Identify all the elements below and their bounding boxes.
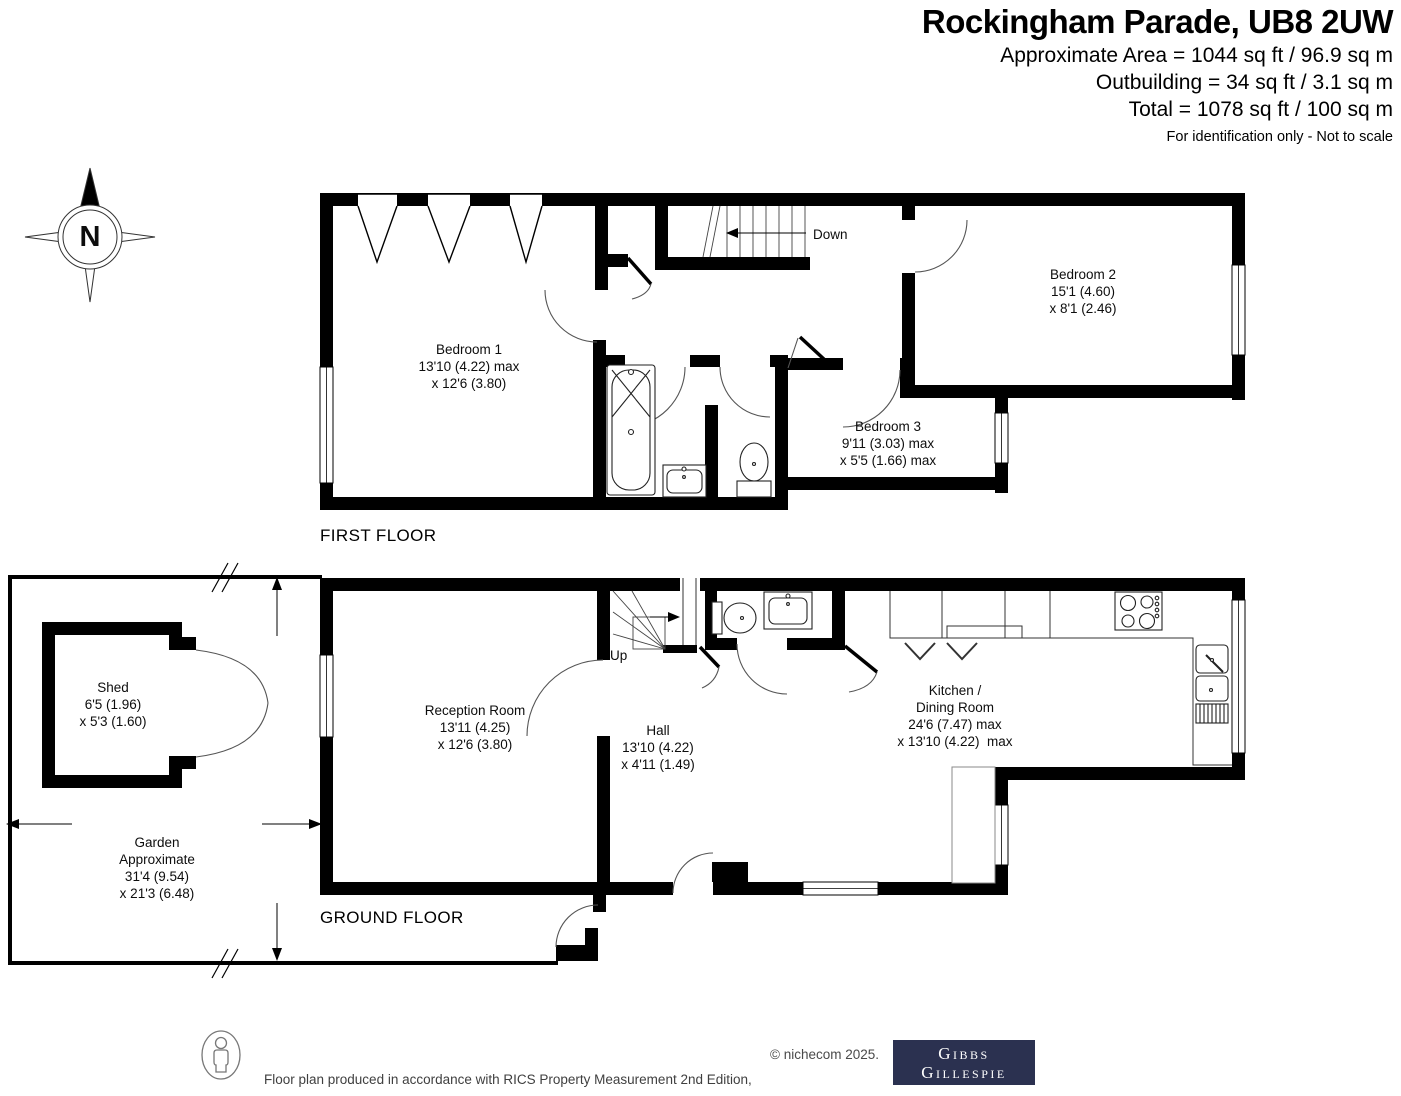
identification-note: For identification only - Not to scale: [1166, 129, 1393, 145]
stairs-down-label: Down: [813, 227, 848, 242]
shed-double-doors: [195, 649, 269, 758]
person-icon: [201, 1030, 241, 1080]
room-label-hall: Hall 13'10 (4.22) x 4'11 (1.49): [621, 723, 695, 772]
room-label-reception: Reception Room 13'11 (4.25) x 12'6 (3.80…: [424, 703, 526, 752]
ground-floor-doors: [526, 643, 879, 948]
compass-rose: [24, 167, 156, 303]
ground-floor-windows: [319, 599, 1246, 896]
room-label-bedroom1: Bedroom 1 13'10 (4.22) max x 12'6 (3.80): [418, 342, 520, 391]
ground-floor-plan: [6, 562, 1246, 979]
stairs-up: [612, 590, 680, 650]
kitchen-sink: [1195, 644, 1229, 724]
ground-floor-label: GROUND FLOOR: [320, 908, 464, 927]
gibbs-gillespie-logo: Gibbs Gillespie: [893, 1040, 1035, 1085]
garden-measure-arrows: [6, 577, 322, 961]
stairs-up-label: Up: [610, 648, 628, 663]
garden-boundary: [8, 575, 558, 965]
shed-structure: [42, 622, 269, 788]
wc-toilet: [736, 442, 772, 498]
cloakroom-toilet: [711, 601, 757, 635]
bathroom-basin: [662, 464, 707, 498]
kitchen-hob: [1114, 591, 1163, 631]
front-door: [682, 578, 721, 689]
first-floor-windows: [319, 264, 1246, 484]
room-label-shed: Shed 6'5 (1.96) x 5'3 (1.60): [79, 680, 147, 729]
first-floor-plan: [319, 193, 1246, 510]
room-label-garden: Garden Approximate 31'4 (9.54) x 21'3 (6…: [119, 835, 195, 901]
stairs-down: [702, 205, 806, 258]
approximate-area: Approximate Area = 1044 sq ft / 96.9 sq …: [1000, 44, 1393, 67]
outbuilding-area: Outbuilding = 34 sq ft / 3.1 sq m: [1095, 71, 1393, 94]
room-label-kitchen-dining: Kitchen / Dining Room 24'6 (7.47) max x …: [897, 683, 1013, 749]
bath: [606, 364, 656, 496]
kitchen-counter: [889, 591, 1232, 766]
property-title: Rockingham Parade, UB8 2UW: [921, 3, 1394, 40]
compass-north-label: N: [79, 221, 101, 253]
total-area: Total = 1078 sq ft / 100 sq m: [1128, 98, 1393, 121]
room-label-bedroom3: Bedroom 3 9'11 (3.03) max x 5'5 (1.66) m…: [839, 419, 937, 468]
cloakroom-basin: [763, 591, 813, 630]
copyright-notice: © nichecom 2025.: [770, 1047, 880, 1062]
footer-disclaimer: Floor plan produced in accordance with R…: [264, 1072, 752, 1087]
first-floor-walls: [320, 193, 1245, 510]
garden-break-marks: [211, 562, 239, 979]
ground-floor-walls: [320, 578, 1245, 961]
header: Rockingham Parade, UB8 2UW Approximate A…: [921, 2, 1394, 145]
room-label-bedroom2: Bedroom 2 15'1 (4.60) x 8'1 (2.46): [1049, 267, 1117, 316]
dining-recess: [951, 766, 996, 884]
bedroom1-wardrobe-doors: [320, 193, 600, 265]
first-floor-label: FIRST FLOOR: [320, 526, 437, 545]
